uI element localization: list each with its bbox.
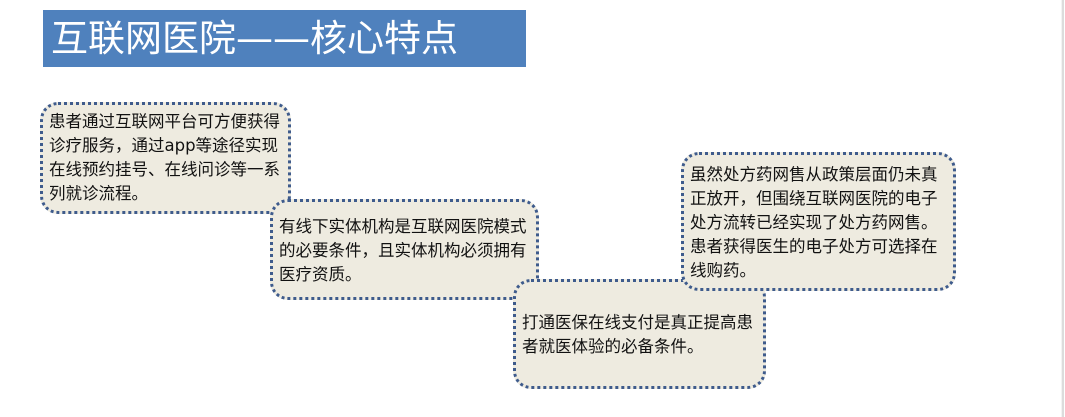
callout-e-prescription: 虽然处方药网售从政策层面仍未真正放开，但围绕互联网医院的电子处方流转已经实现了处…: [681, 152, 956, 291]
slide-edge-border: [1062, 0, 1064, 417]
callout-physical-institution: 有线下实体机构是互联网医院模式的必要条件，且实体机构必须拥有医疗资质。: [270, 199, 539, 300]
slide-title-text: 互联网医院——核心特点: [51, 17, 458, 60]
callout-text: 有线下实体机构是互联网医院模式的必要条件，且实体机构必须拥有医疗资质。: [279, 216, 527, 284]
slide-edge-shadow: [1061, 0, 1062, 417]
slide-title: 互联网医院——核心特点: [43, 10, 526, 67]
callout-text: 虽然处方药网售从政策层面仍未真正放开，但围绕互联网医院的电子处方流转已经实现了处…: [690, 164, 938, 280]
callout-text: 打通医保在线支付是真正提高患者就医体验的必备条件。: [522, 313, 753, 356]
callout-medical-insurance-payment: 打通医保在线支付是真正提高患者就医体验的必备条件。: [513, 279, 766, 389]
callout-online-services: 患者通过互联网平台可方便获得诊疗服务，通过app等途径实现在线预约挂号、在线问诊…: [40, 102, 291, 214]
callout-text: 患者通过互联网平台可方便获得诊疗服务，通过app等途径实现在线预约挂号、在线问诊…: [49, 112, 280, 203]
